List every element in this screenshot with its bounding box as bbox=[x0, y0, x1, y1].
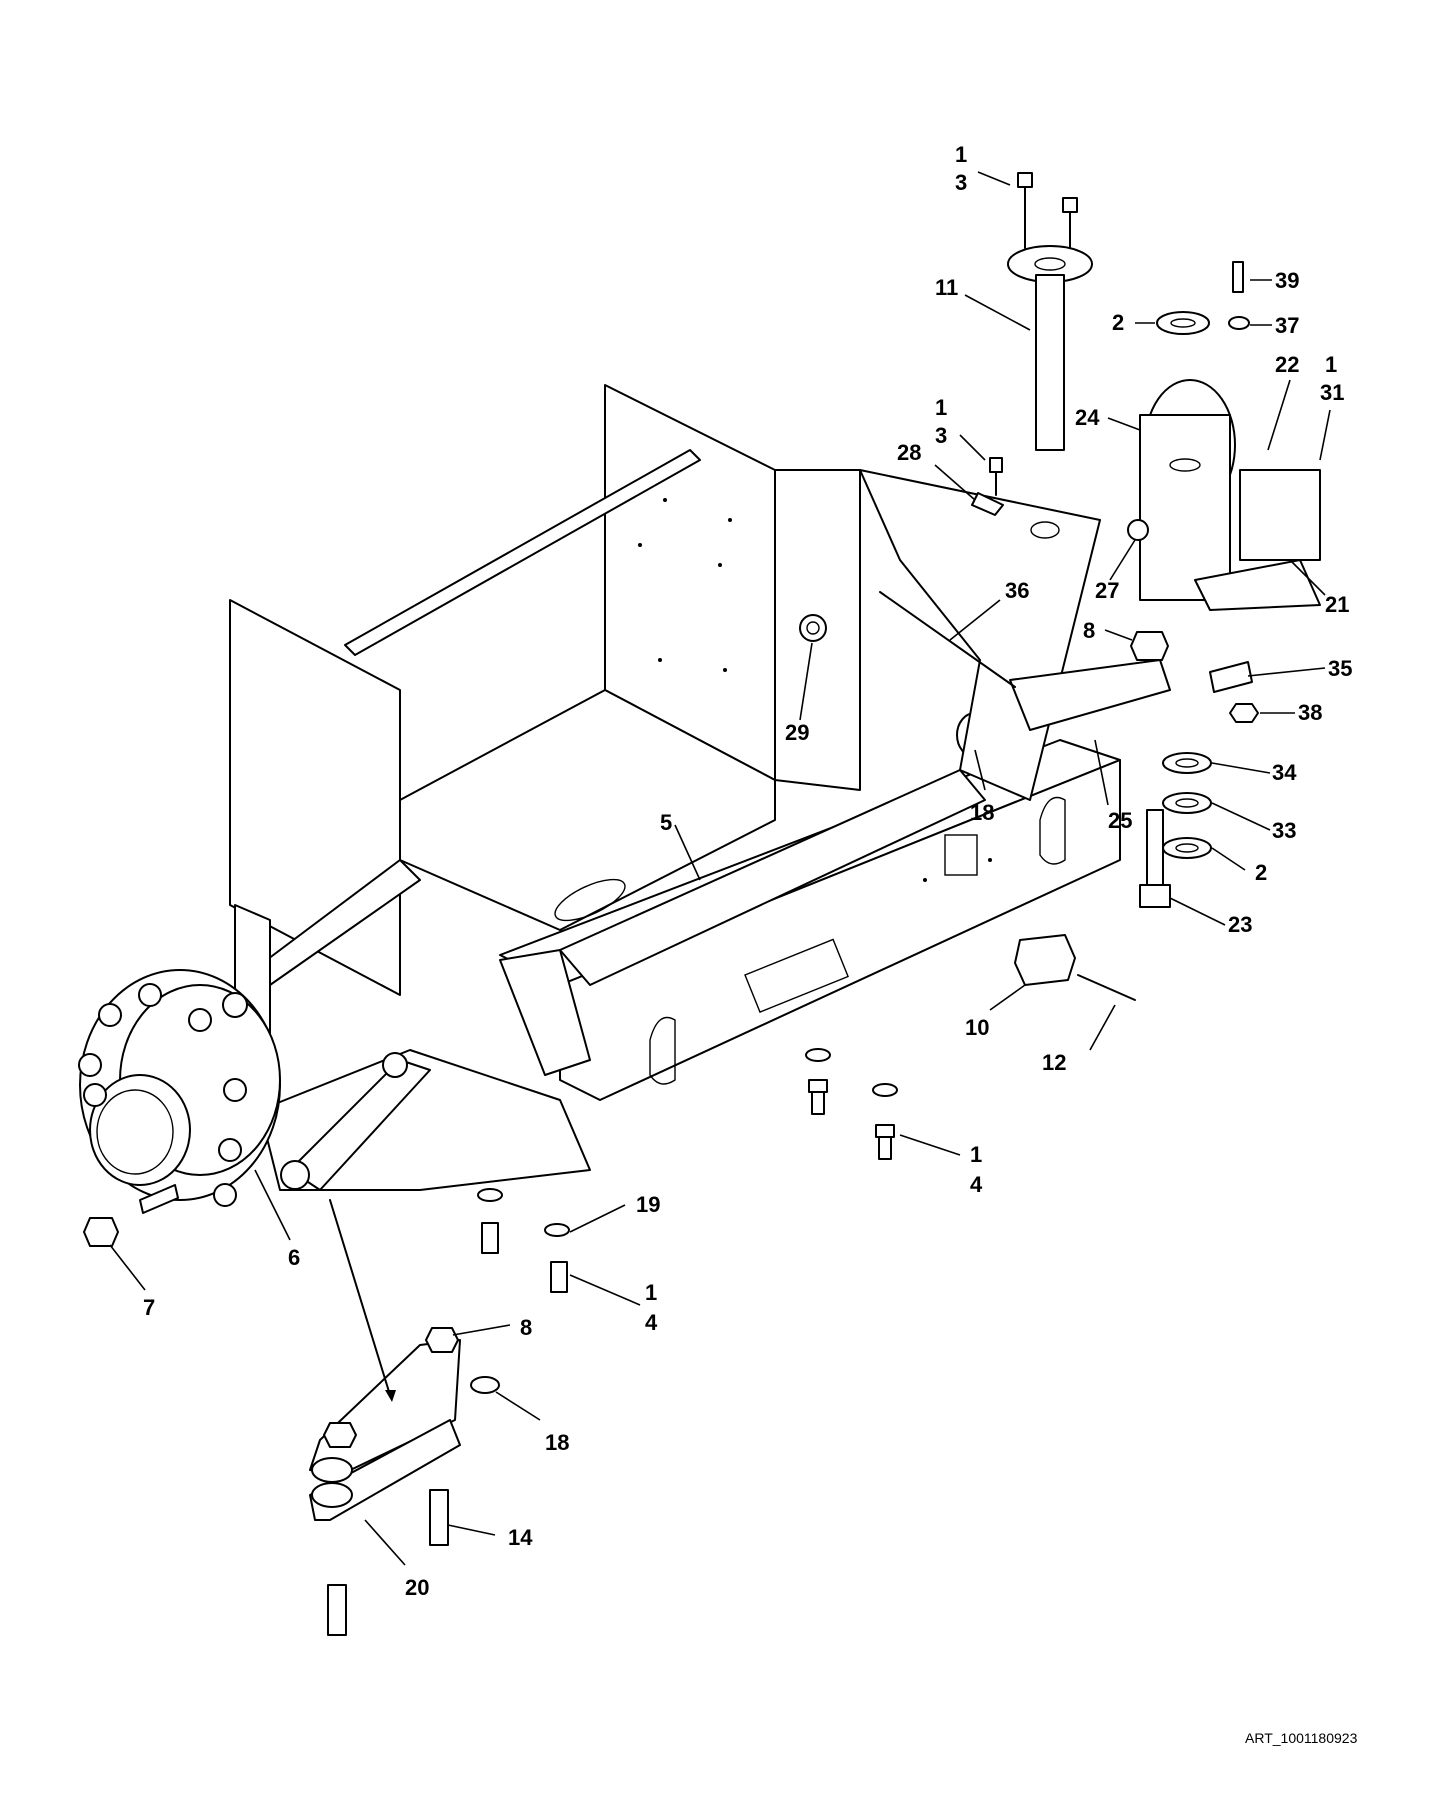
callout-3: 3 bbox=[935, 423, 947, 448]
callout-25: 25 bbox=[1108, 808, 1132, 833]
hardware bbox=[83, 172, 1321, 1636]
callout-18: 18 bbox=[545, 1430, 569, 1455]
callout-8: 8 bbox=[520, 1315, 532, 1340]
callout-38: 38 bbox=[1298, 700, 1322, 725]
callout-6: 6 bbox=[288, 1245, 300, 1270]
callout-8: 8 bbox=[1083, 618, 1095, 643]
callout-7: 7 bbox=[143, 1295, 155, 1320]
callout-1: 1 bbox=[645, 1280, 657, 1305]
callout-29: 29 bbox=[785, 720, 809, 745]
callout-19: 19 bbox=[636, 1192, 660, 1217]
callout-24: 24 bbox=[1075, 405, 1100, 430]
callout-5: 5 bbox=[660, 810, 672, 835]
callout-39: 39 bbox=[1275, 268, 1299, 293]
callout-1: 1 bbox=[935, 395, 947, 420]
callout-18: 18 bbox=[970, 800, 994, 825]
callout-2: 2 bbox=[1255, 860, 1267, 885]
wheel-hub bbox=[78, 969, 281, 1214]
callout-22: 22 bbox=[1275, 352, 1299, 377]
callout-3: 3 bbox=[955, 170, 967, 195]
callout-36: 36 bbox=[1005, 578, 1029, 603]
callout-33: 33 bbox=[1272, 818, 1296, 843]
callout-28: 28 bbox=[897, 440, 921, 465]
callout-4: 4 bbox=[645, 1310, 658, 1335]
callout-34: 34 bbox=[1272, 760, 1297, 785]
callout-37: 37 bbox=[1275, 313, 1299, 338]
callout-1: 1 bbox=[955, 142, 967, 167]
callout-1: 1 bbox=[970, 1142, 982, 1167]
callout-27: 27 bbox=[1095, 578, 1119, 603]
callout-4: 4 bbox=[970, 1172, 983, 1197]
callout-10: 10 bbox=[965, 1015, 989, 1040]
callout-11: 11 bbox=[935, 275, 958, 300]
axle-frame bbox=[229, 384, 1171, 1191]
callout-20: 20 bbox=[405, 1575, 429, 1600]
callout-labels: 1 3 11 2 39 37 22 1 31 24 1 3 28 36 27 2… bbox=[143, 142, 1352, 1600]
callout-35: 35 bbox=[1328, 656, 1352, 681]
callout-31: 31 bbox=[1320, 380, 1344, 405]
callout-23: 23 bbox=[1228, 912, 1252, 937]
callout-2: 2 bbox=[1112, 310, 1124, 335]
callout-21: 21 bbox=[1325, 592, 1349, 617]
leader-lines bbox=[109, 171, 1331, 1566]
callout-14: 14 bbox=[508, 1525, 533, 1550]
callout-1: 1 bbox=[1325, 352, 1337, 377]
callout-12: 12 bbox=[1042, 1050, 1066, 1075]
art-id-label: ART_1001180923 bbox=[1245, 1730, 1358, 1746]
